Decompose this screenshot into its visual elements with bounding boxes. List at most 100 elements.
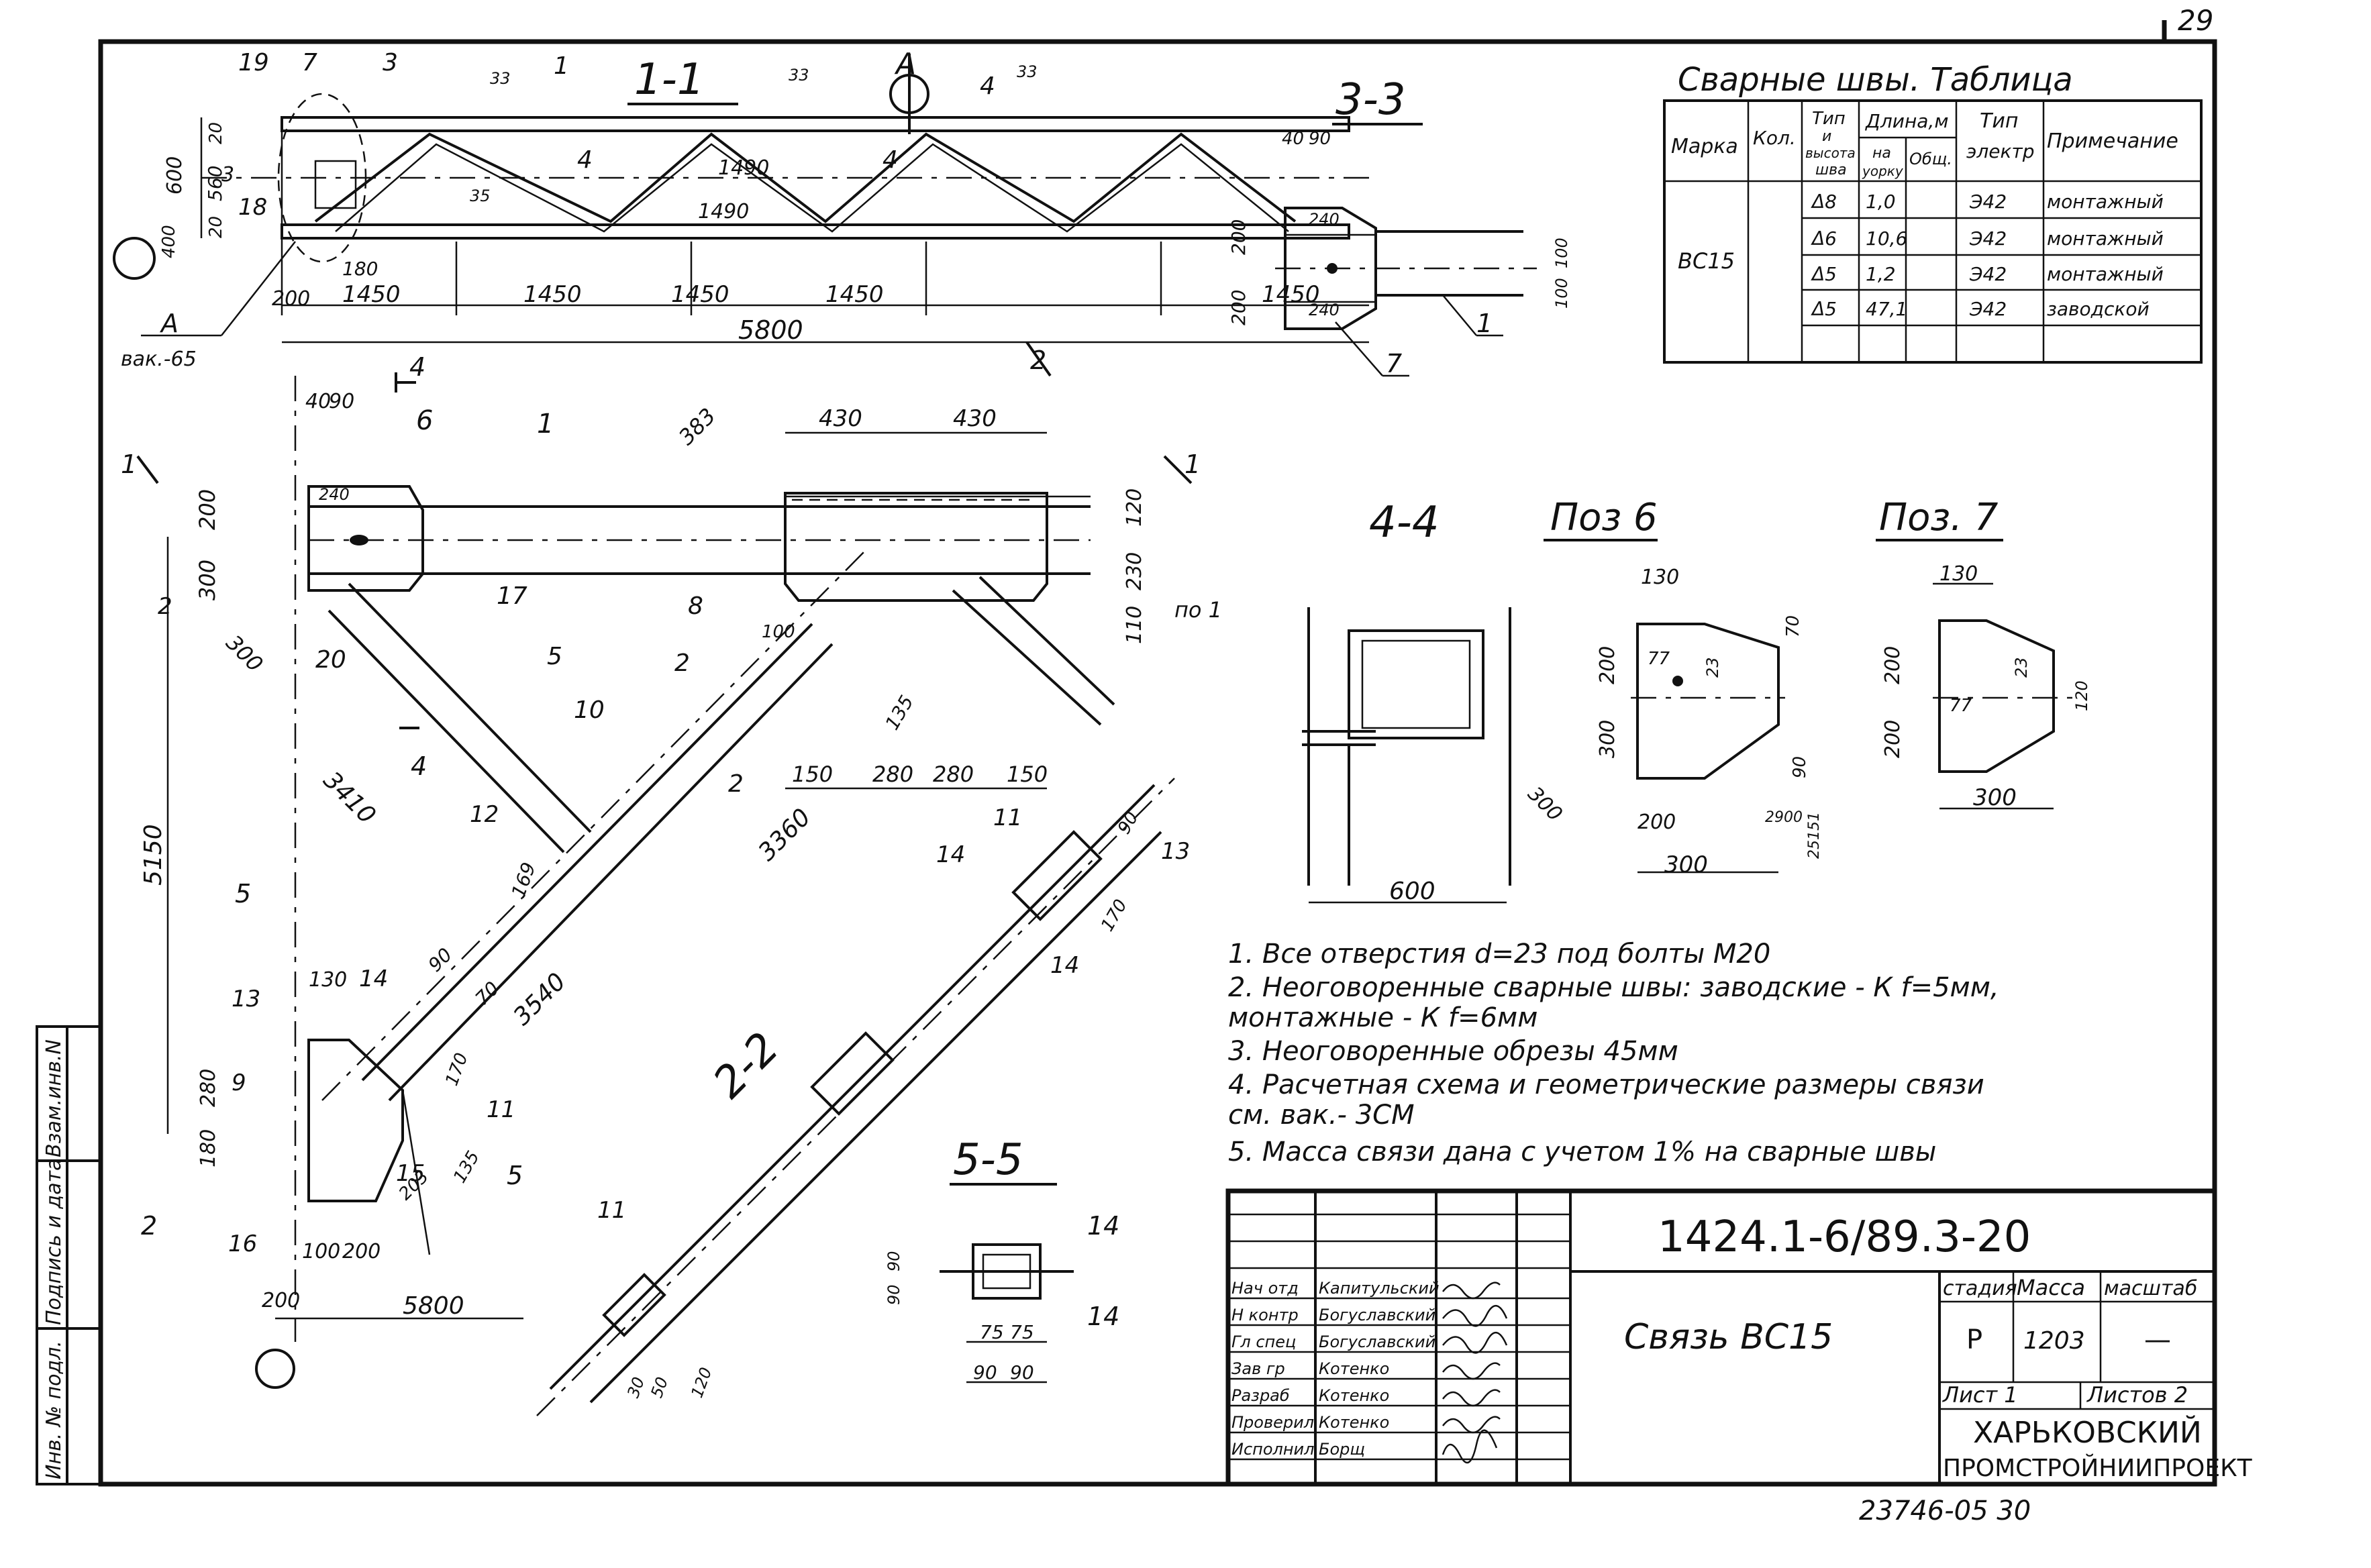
- th-length: Длина,м: [1864, 110, 1948, 132]
- stage-value: Р: [1966, 1324, 1982, 1355]
- dim-130-l: 130: [309, 968, 347, 992]
- poz6-77: 77: [1648, 649, 1670, 669]
- sig-role-1: Нач отд: [1231, 1279, 1299, 1298]
- pos-6: 6: [416, 405, 433, 436]
- sig-role-2: Н контр: [1231, 1306, 1299, 1324]
- section-1-1: 1-1 A 1450 1450 1450 1450 1450 1490 1490…: [113, 47, 1369, 371]
- th-electrode-1: Тип: [1980, 109, 2018, 133]
- sheet-code: 1424.1-6/89.3-20: [1658, 1212, 2031, 1262]
- s33-100-b: 100: [1552, 278, 1571, 309]
- stamp-inv: Инв. № подл.: [42, 1341, 66, 1479]
- label-4-4: 4-4: [1369, 498, 1440, 547]
- pos-18: 18: [238, 194, 267, 221]
- poz7-23: 23: [2012, 657, 2031, 678]
- dim-300-d: 300: [221, 630, 268, 677]
- weld-len-1: 1,0: [1866, 191, 1896, 213]
- poz-6: Поз 6 130 70 200 23 77 300 90 300 200 30…: [1523, 496, 1823, 878]
- dim-600: 600: [163, 156, 187, 195]
- th-type-3: высота: [1805, 145, 1856, 161]
- dim-150-b: 150: [1007, 762, 1048, 787]
- weld-table: Сварные швы. Таблица Марка Кол. Тип и вы…: [1663, 61, 2203, 364]
- cut-5-left: 5: [235, 879, 251, 908]
- cut-1-left: 1: [121, 450, 137, 479]
- note-2: 2. Неоговоренные сварные швы: заводские …: [1228, 972, 1999, 1003]
- poz6-300-v: 300: [1596, 720, 1619, 758]
- sheet-title: Связь ВС15: [1624, 1317, 1833, 1357]
- label-5-5: 5-5: [953, 1135, 1023, 1185]
- sheets-total: Листов 2: [2086, 1382, 2188, 1408]
- th-len-total: Общ.: [1909, 150, 1952, 168]
- th-qty: Кол.: [1753, 127, 1796, 149]
- pos-3-top: 3: [383, 49, 398, 76]
- dim-90: 90: [329, 390, 354, 413]
- s33-240-b: 240: [1309, 301, 1340, 319]
- pos-19: 19: [238, 49, 269, 76]
- s55-75-b: 75: [1010, 1321, 1034, 1343]
- pos-14-main: 14: [359, 965, 388, 992]
- s55-90-d: 90: [1010, 1361, 1034, 1383]
- s33-90: 90: [1309, 129, 1331, 149]
- pos-4-top-b: 4: [577, 146, 593, 174]
- dim-120: 120: [1123, 488, 1146, 527]
- poz6-300-b: 300: [1664, 851, 1708, 878]
- pos-1-main: 1: [537, 409, 554, 439]
- dim-180-l: 180: [197, 1129, 220, 1167]
- pos-16: 16: [228, 1231, 257, 1257]
- s44-600: 600: [1389, 878, 1435, 905]
- weld-el-4: Э42: [1969, 298, 2007, 320]
- sig-name-4: Котенко: [1319, 1359, 1389, 1378]
- pos-5: 5: [547, 643, 562, 670]
- dim-560: 560: [204, 166, 226, 201]
- sig-role-4: Зав гр: [1231, 1359, 1285, 1378]
- dim-35: 35: [470, 187, 491, 205]
- dim-200-top: 200: [272, 287, 310, 311]
- mass-label: Масса: [2017, 1275, 2085, 1300]
- dim-20-a: 20: [206, 122, 226, 144]
- cut-1-right: 1: [1184, 450, 1201, 479]
- pos-2-a: 2: [674, 649, 690, 677]
- note-4b: см. вак.- 3СМ: [1228, 1100, 1415, 1131]
- dim-430-a: 430: [819, 405, 862, 432]
- s22-pos-14-b: 14: [1050, 952, 1079, 979]
- dim-200-m: 200: [195, 489, 220, 530]
- view-a-label: A: [159, 309, 179, 338]
- dim-5150: 5150: [140, 824, 167, 886]
- stamp-replace: Взам.инв.N: [42, 1039, 66, 1157]
- sig-name-1: Капитульский: [1319, 1279, 1440, 1298]
- weld-type-2: Δ6: [1811, 227, 1837, 250]
- cut-4-mid: 4: [411, 751, 427, 781]
- pos-12: 12: [470, 801, 499, 828]
- dim-180-top: 180: [342, 258, 378, 280]
- dim-5800-top: 5800: [738, 315, 803, 345]
- notes: 1. Все отверстия d=23 под болты М20 2. Н…: [1228, 939, 1999, 1167]
- title-block: Нач отд Капитульский Н контр Богуславски…: [1225, 1188, 2253, 1487]
- s22-170: 170: [1097, 896, 1131, 935]
- dim-100-g: 100: [762, 622, 795, 642]
- dim-1490-b: 1490: [718, 156, 769, 180]
- dim-280-a: 280: [872, 762, 913, 787]
- s55-120: 120: [687, 1365, 715, 1400]
- poz6-200: 200: [1596, 646, 1619, 684]
- scale-label: масштаб: [2104, 1277, 2197, 1300]
- main-elevation: 40 90 200 300 300 240 383 430 430 120 23…: [140, 376, 1222, 1389]
- s33-pos-7: 7: [1386, 349, 1402, 378]
- dim-3360: 3360: [753, 804, 816, 867]
- poz6-70: 70: [1783, 615, 1803, 637]
- dim-70: 70: [471, 977, 504, 1010]
- poz-7: Поз. 7 130 200 200 23 77 120 300: [1876, 496, 2091, 811]
- pos-15: 15: [396, 1160, 425, 1187]
- dim-280-b: 280: [933, 762, 974, 787]
- dim-100-l: 100: [302, 1240, 340, 1263]
- s33-100-a: 100: [1552, 238, 1571, 268]
- dim-135-b: 135: [450, 1148, 484, 1187]
- weld-len-3: 1,2: [1866, 263, 1896, 285]
- s33-pos-1: 1: [1476, 309, 1493, 338]
- poz7-200-a: 200: [1881, 646, 1905, 684]
- sig-name-2: Богуславский: [1319, 1306, 1435, 1324]
- th-note: Примечание: [2047, 129, 2178, 153]
- th-type-1: Тип: [1812, 109, 1846, 129]
- note-3: 3. Неоговоренные обрезы 45мм: [1228, 1036, 1678, 1067]
- section-5-5: 5-5 90 90 75 75 90 90 14 14 30 50 120: [623, 1135, 1119, 1400]
- s55-30: 30: [623, 1375, 648, 1400]
- sheet-frame: 29: [98, 4, 2217, 1487]
